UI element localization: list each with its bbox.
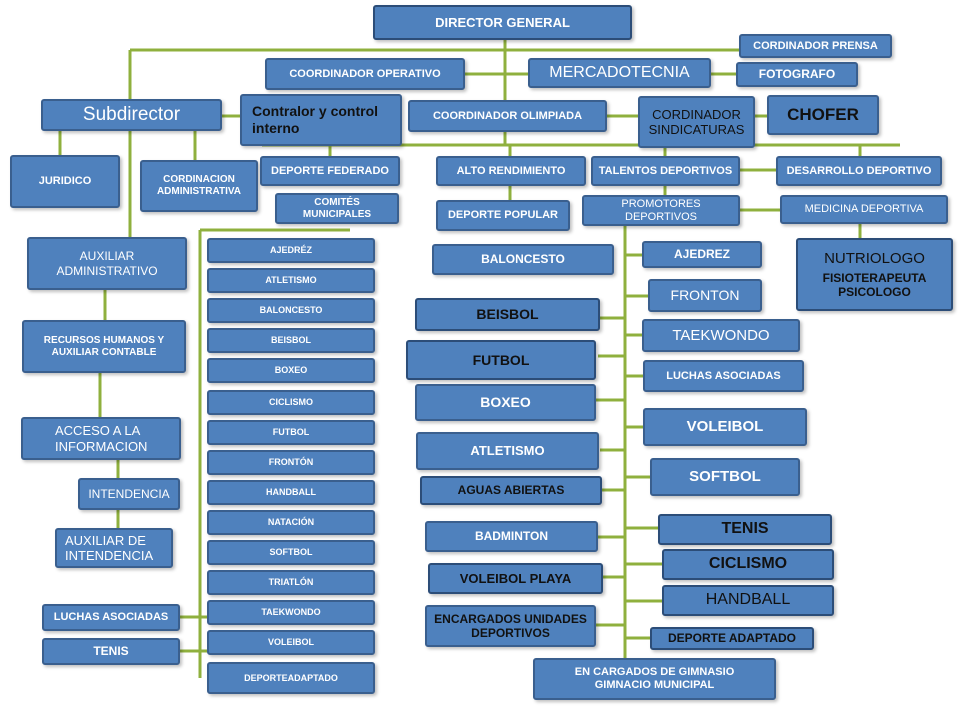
comites-municipales-box: COMITÉS MUNICIPALES <box>275 193 399 224</box>
alto-rendimiento-box: ALTO RENDIMIENTO <box>436 156 586 186</box>
gimnasio-label-1: EN CARGADOS DE GIMNASIO <box>574 666 735 679</box>
nutriologo-label: NUTRIOLOGO <box>824 250 925 267</box>
comites-item: NATACIÓN <box>207 510 375 535</box>
comites-item: FUTBOL <box>207 420 375 445</box>
comites-item: CICLISMO <box>207 390 375 415</box>
mercadotecnia-box: MERCADOTECNIA <box>528 58 711 88</box>
popular-left-item: VOLEIBOL PLAYA <box>428 563 603 594</box>
popular-right-item: HANDBALL <box>662 585 834 616</box>
tenis-left-box: TENIS <box>42 638 180 665</box>
popular-right-item: TENIS <box>658 514 832 545</box>
gimnasio-label-2: GIMNACIO MUNICIPAL <box>594 679 715 691</box>
promotores-deportivos-box: PROMOTORES DEPORTIVOS <box>582 195 740 226</box>
acceso-informacion-box: ACCESO A LA INFORMACION <box>21 417 181 460</box>
popular-right-item: LUCHAS ASOCIADAS <box>643 360 804 392</box>
cordinador-sindicaturas-box: CORDINADOR SINDICATURAS <box>638 96 755 148</box>
comites-item: DEPORTEADAPTADO <box>207 662 375 694</box>
popular-right-item: TAEKWONDO <box>642 319 800 352</box>
comites-item: SOFTBOL <box>207 540 375 565</box>
popular-right-item: VOLEIBOL <box>643 408 807 446</box>
popular-left-item: BEISBOL <box>415 298 600 331</box>
comites-item: FRONTÓN <box>207 450 375 475</box>
comites-item: BOXEO <box>207 358 375 383</box>
cordinador-prensa-box: CORDINADOR PRENSA <box>739 34 892 58</box>
comites-item: BALONCESTO <box>207 298 375 323</box>
cordinacion-administrativa-box: CORDINACION ADMINISTRATIVA <box>140 160 258 212</box>
intendencia-box: INTENDENCIA <box>78 478 180 510</box>
medicina-deportiva-box: MEDICINA DEPORTIVA <box>780 195 948 224</box>
coordinador-operativo-box: COORDINADOR OPERATIVO <box>265 58 465 90</box>
chofer-box: CHOFER <box>767 95 879 135</box>
coordinador-olimpiada-box: COORDINADOR OLIMPIADA <box>408 100 607 132</box>
juridico-box: JURIDICO <box>10 155 120 208</box>
popular-right-item: DEPORTE ADAPTADO <box>650 627 814 650</box>
comites-item: VOLEIBOL <box>207 630 375 655</box>
deporte-federado-box: DEPORTE FEDERADO <box>260 156 400 186</box>
gimnasio-box: EN CARGADOS DE GIMNASIO GIMNACIO MUNICIP… <box>533 658 776 700</box>
medicina-staff-box: NUTRIOLOGO FISIOTERAPEUTA PSICOLOGO <box>796 238 953 311</box>
comites-item: TRIATLÓN <box>207 570 375 595</box>
popular-left-item: BOXEO <box>415 384 596 421</box>
subdirector-box: Subdirector <box>41 99 222 131</box>
desarrollo-deportivo-box: DESARROLLO DEPORTIVO <box>776 156 942 186</box>
psicologo-label: PSICOLOGO <box>838 284 911 299</box>
popular-left-item: ATLETISMO <box>416 432 599 470</box>
comites-item: HANDBALL <box>207 480 375 505</box>
comites-item: TAEKWONDO <box>207 600 375 625</box>
popular-right-item: AJEDREZ <box>642 241 762 268</box>
popular-left-item: AGUAS ABIERTAS <box>420 476 602 505</box>
popular-left-item: BALONCESTO <box>432 244 614 275</box>
fotografo-box: FOTOGRAFO <box>736 62 858 87</box>
popular-left-item: BADMINTON <box>425 521 598 552</box>
comites-item: ATLETISMO <box>207 268 375 293</box>
luchas-asociadas-left-box: LUCHAS ASOCIADAS <box>42 604 180 631</box>
popular-right-item: CICLISMO <box>662 549 834 580</box>
contralor-box: Contralor y control interno <box>240 94 402 146</box>
popular-left-item: ENCARGADOS UNIDADES DEPORTIVOS <box>425 605 596 647</box>
deporte-popular-box: DEPORTE POPULAR <box>436 200 570 231</box>
comites-item: AJEDRÉZ <box>207 238 375 263</box>
talentos-deportivos-box: TALENTOS DEPORTIVOS <box>591 156 740 186</box>
recursos-humanos-box: RECURSOS HUMANOS Y AUXILIAR CONTABLE <box>22 320 186 373</box>
auxiliar-intendencia-box: AUXILIAR DE INTENDENCIA <box>55 528 173 568</box>
popular-right-item: FRONTON <box>648 279 762 312</box>
popular-right-item: SOFTBOL <box>650 458 800 496</box>
auxiliar-administrativo-box: AUXILIAR ADMINISTRATIVO <box>27 237 187 290</box>
fisioterapeuta-label: FISIOTERAPEUTA <box>822 270 927 285</box>
comites-item: BEISBOL <box>207 328 375 353</box>
director-general-box: DIRECTOR GENERAL <box>373 5 632 40</box>
popular-left-item: FUTBOL <box>406 340 596 380</box>
